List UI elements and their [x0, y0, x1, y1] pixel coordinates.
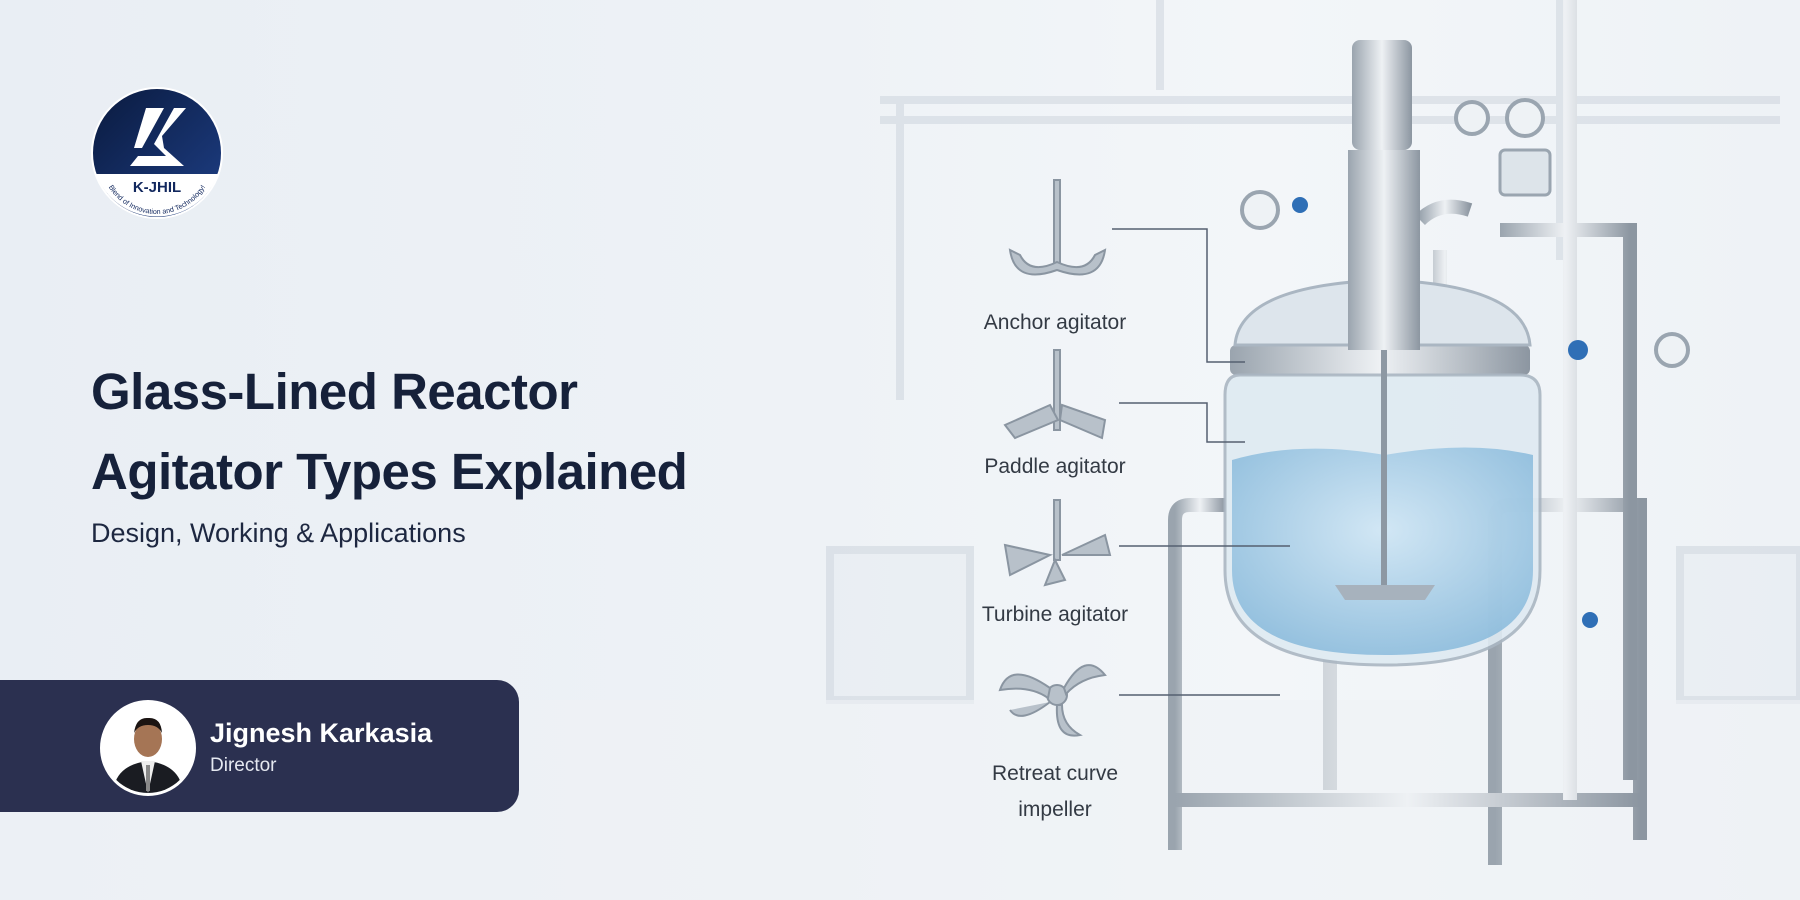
anchor-agitator-icon — [1008, 179, 1107, 276]
k-jhil-logo: K-JHIL Blend of Innovation and Technolog… — [91, 87, 223, 219]
label-line-1: Retreat curve — [991, 762, 1119, 785]
title-line-1: Glass-Lined Reactor — [91, 363, 578, 420]
author-name: Jignesh Karkasia — [210, 718, 433, 748]
brand-name: K-JHIL — [133, 179, 181, 196]
avatar — [100, 700, 196, 796]
subtitle: Design, Working & Applications — [91, 518, 466, 548]
title-line-2: Agitator Types Explained — [91, 443, 688, 500]
author-role: Director — [210, 755, 277, 776]
paddle-agitator-icon — [1003, 349, 1107, 440]
turbine-agitator-icon — [1003, 499, 1112, 587]
label-line-2: impeller — [1018, 798, 1092, 821]
label-retreat-curve-impeller: Retreat curve impeller — [945, 756, 1165, 828]
retreat-curve-impeller-icon — [998, 664, 1107, 737]
label-paddle-agitator: Paddle agitator — [984, 455, 1126, 478]
label-anchor-agitator: Anchor agitator — [983, 311, 1127, 334]
label-turbine-agitator: Turbine agitator — [981, 603, 1129, 626]
author-card — [0, 680, 519, 812]
